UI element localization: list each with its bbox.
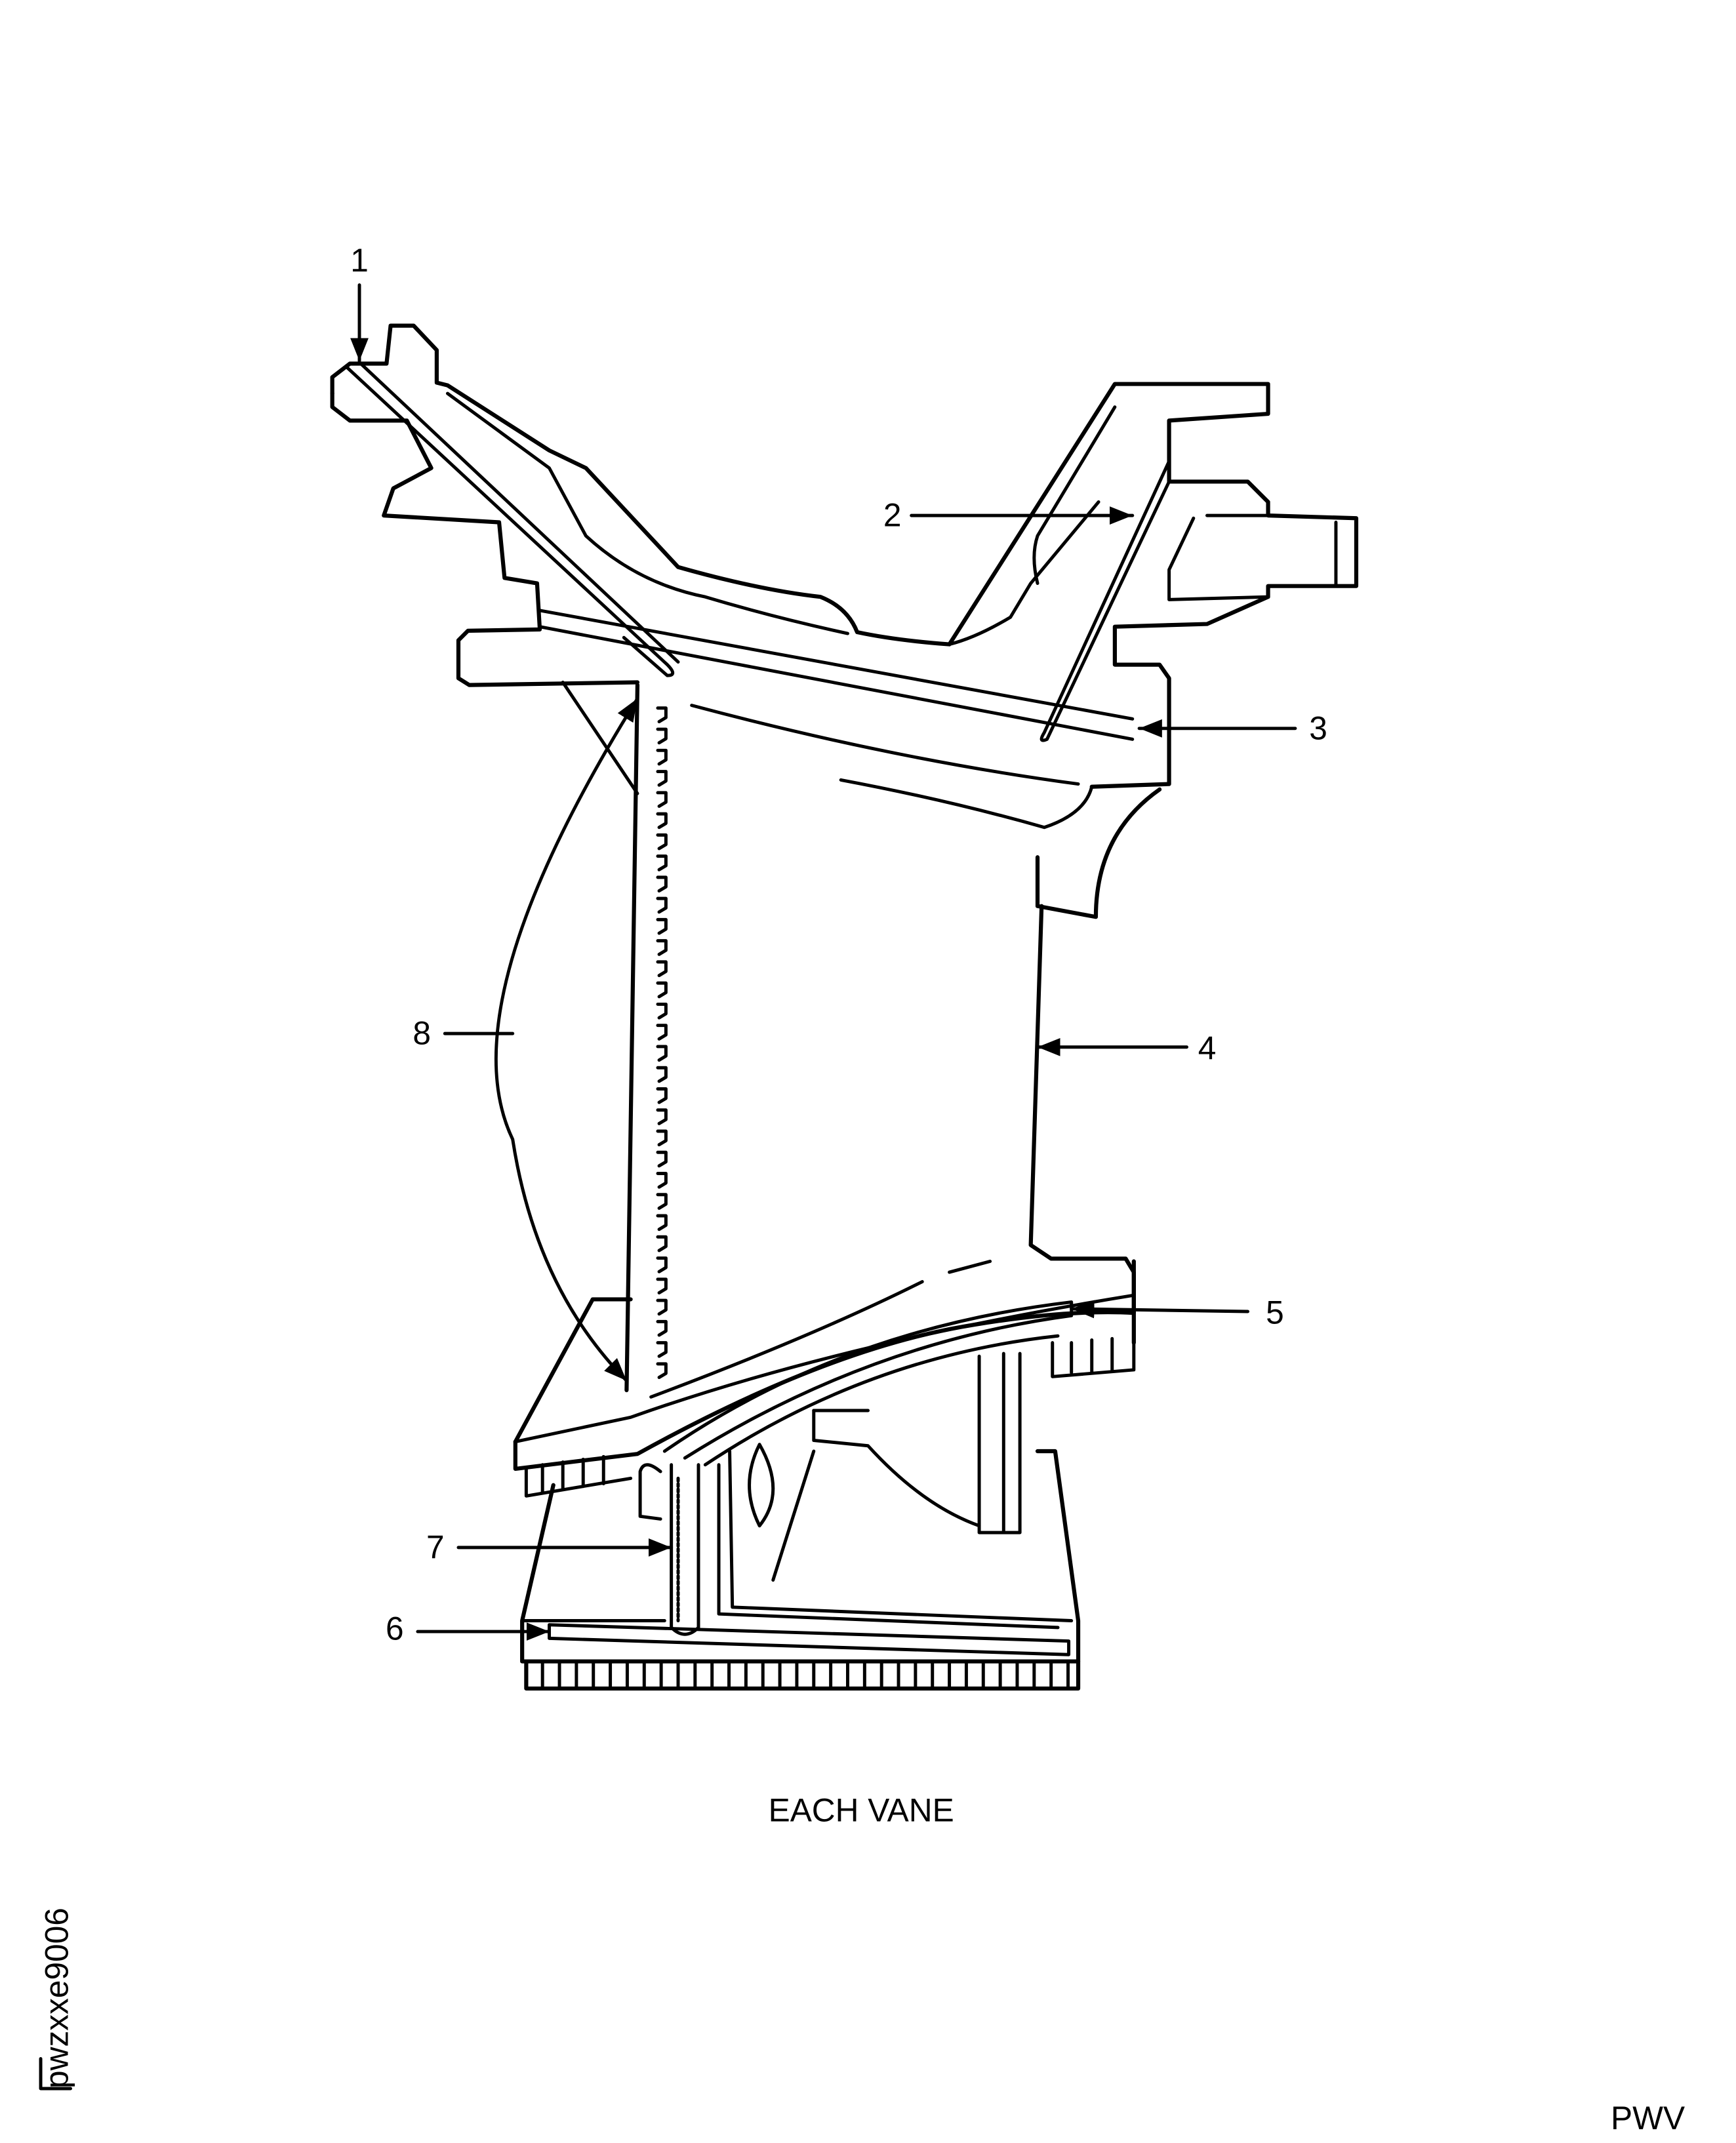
- cooling-hole: [656, 1087, 668, 1104]
- cooling-hole: [656, 1150, 668, 1168]
- cooling-hole: [656, 981, 668, 999]
- cooling-hole: [656, 1319, 668, 1337]
- figure-caption: EACH VANE: [769, 1792, 954, 1829]
- cooling-hole: [656, 917, 668, 935]
- cooling-hole: [656, 812, 668, 830]
- cooling-hole: [656, 1277, 668, 1294]
- cooling-hole: [656, 833, 668, 851]
- footer-code: PWV: [1611, 2100, 1685, 2136]
- figure-code: pwzxxe9006: [38, 1908, 75, 2089]
- cooling-hole: [656, 1256, 668, 1273]
- callout-7: 7: [426, 1529, 445, 1565]
- cooling-hole: [656, 960, 668, 978]
- cooling-hole: [656, 1193, 668, 1210]
- cooling-hole: [656, 1298, 668, 1316]
- leader-lines: [350, 283, 1297, 1641]
- cooling-hole: [656, 896, 668, 914]
- base-block: [520, 1449, 1081, 1691]
- cooling-hole: [656, 770, 668, 787]
- cooling-hole: [656, 706, 668, 723]
- cooling-hole: [656, 1341, 668, 1358]
- cooling-hole: [656, 1362, 668, 1380]
- cooling-hole: [656, 1235, 668, 1252]
- cooling-hole: [656, 1108, 668, 1125]
- cooling-hole: [656, 791, 668, 808]
- cooling-hole: [656, 1066, 668, 1083]
- cooling-hole: [656, 1172, 668, 1189]
- cooling-hole: [656, 748, 668, 766]
- cooling-hole: [656, 1002, 668, 1020]
- outer-platform: [330, 323, 1359, 830]
- cooling-hole: [656, 939, 668, 956]
- cooling-holes: [656, 706, 668, 1380]
- callout-1: 1: [350, 242, 369, 279]
- callout-4: 4: [1198, 1030, 1217, 1066]
- cooling-hole: [656, 1045, 668, 1062]
- figure-code-bracket: [39, 2056, 73, 2091]
- cooling-hole: [656, 1214, 668, 1232]
- cooling-hole: [656, 727, 668, 745]
- cooling-hole: [656, 875, 668, 893]
- inner-platform: [513, 1259, 1136, 1636]
- callout-6: 6: [386, 1610, 404, 1647]
- cooling-hole: [656, 854, 668, 871]
- callout-8: 8: [413, 1015, 431, 1052]
- callout-5: 5: [1266, 1294, 1284, 1331]
- callout-2: 2: [883, 497, 902, 534]
- callout-3: 3: [1309, 710, 1327, 746]
- cooling-hole: [656, 1024, 668, 1041]
- cooling-hole: [656, 1129, 668, 1147]
- base-serrations: [540, 1660, 1070, 1691]
